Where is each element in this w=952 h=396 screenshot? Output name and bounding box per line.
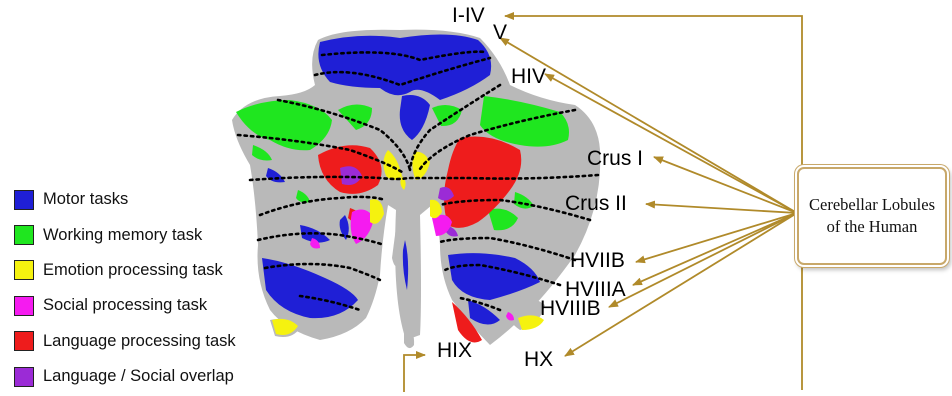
- lobule-label-v: V: [493, 22, 507, 43]
- callout-text: Cerebellar Lobules of the Human: [802, 194, 942, 238]
- legend-swatch: [14, 190, 34, 210]
- legend-item-motor: Motor tasks: [14, 182, 254, 217]
- lobule-label-hix: HIX: [437, 340, 472, 361]
- legend-label: Emotion processing task: [43, 261, 223, 280]
- legend-item-social: Social processing task: [14, 288, 254, 323]
- legend: Motor tasks Working memory task Emotion …: [14, 182, 254, 394]
- callout-box: Cerebellar Lobules of the Human: [797, 167, 947, 265]
- legend-label: Motor tasks: [43, 190, 128, 209]
- legend-item-language: Language processing task: [14, 324, 254, 359]
- legend-swatch: [14, 367, 34, 387]
- lobule-label-crus-i: Crus I: [587, 148, 643, 169]
- lobule-label-hviiib: HVIIIB: [540, 298, 601, 319]
- legend-label: Social processing task: [43, 296, 207, 315]
- lobule-label-hx: HX: [524, 349, 553, 370]
- legend-swatch: [14, 331, 34, 351]
- legend-swatch: [14, 296, 34, 316]
- lobule-label-crus-ii: Crus II: [565, 193, 627, 214]
- legend-label: Working memory task: [43, 226, 202, 245]
- legend-label: Language / Social overlap: [43, 367, 234, 386]
- legend-item-overlap: Language / Social overlap: [14, 359, 254, 394]
- legend-label: Language processing task: [43, 332, 236, 351]
- lobule-label-hviib: HVIIB: [570, 250, 625, 271]
- legend-swatch: [14, 260, 34, 280]
- lobule-label-hiv: HIV: [511, 66, 546, 87]
- legend-item-emotion: Emotion processing task: [14, 253, 254, 288]
- legend-swatch: [14, 225, 34, 245]
- lobule-label-i-iv: I-IV: [452, 5, 485, 26]
- legend-item-working-memory: Working memory task: [14, 217, 254, 252]
